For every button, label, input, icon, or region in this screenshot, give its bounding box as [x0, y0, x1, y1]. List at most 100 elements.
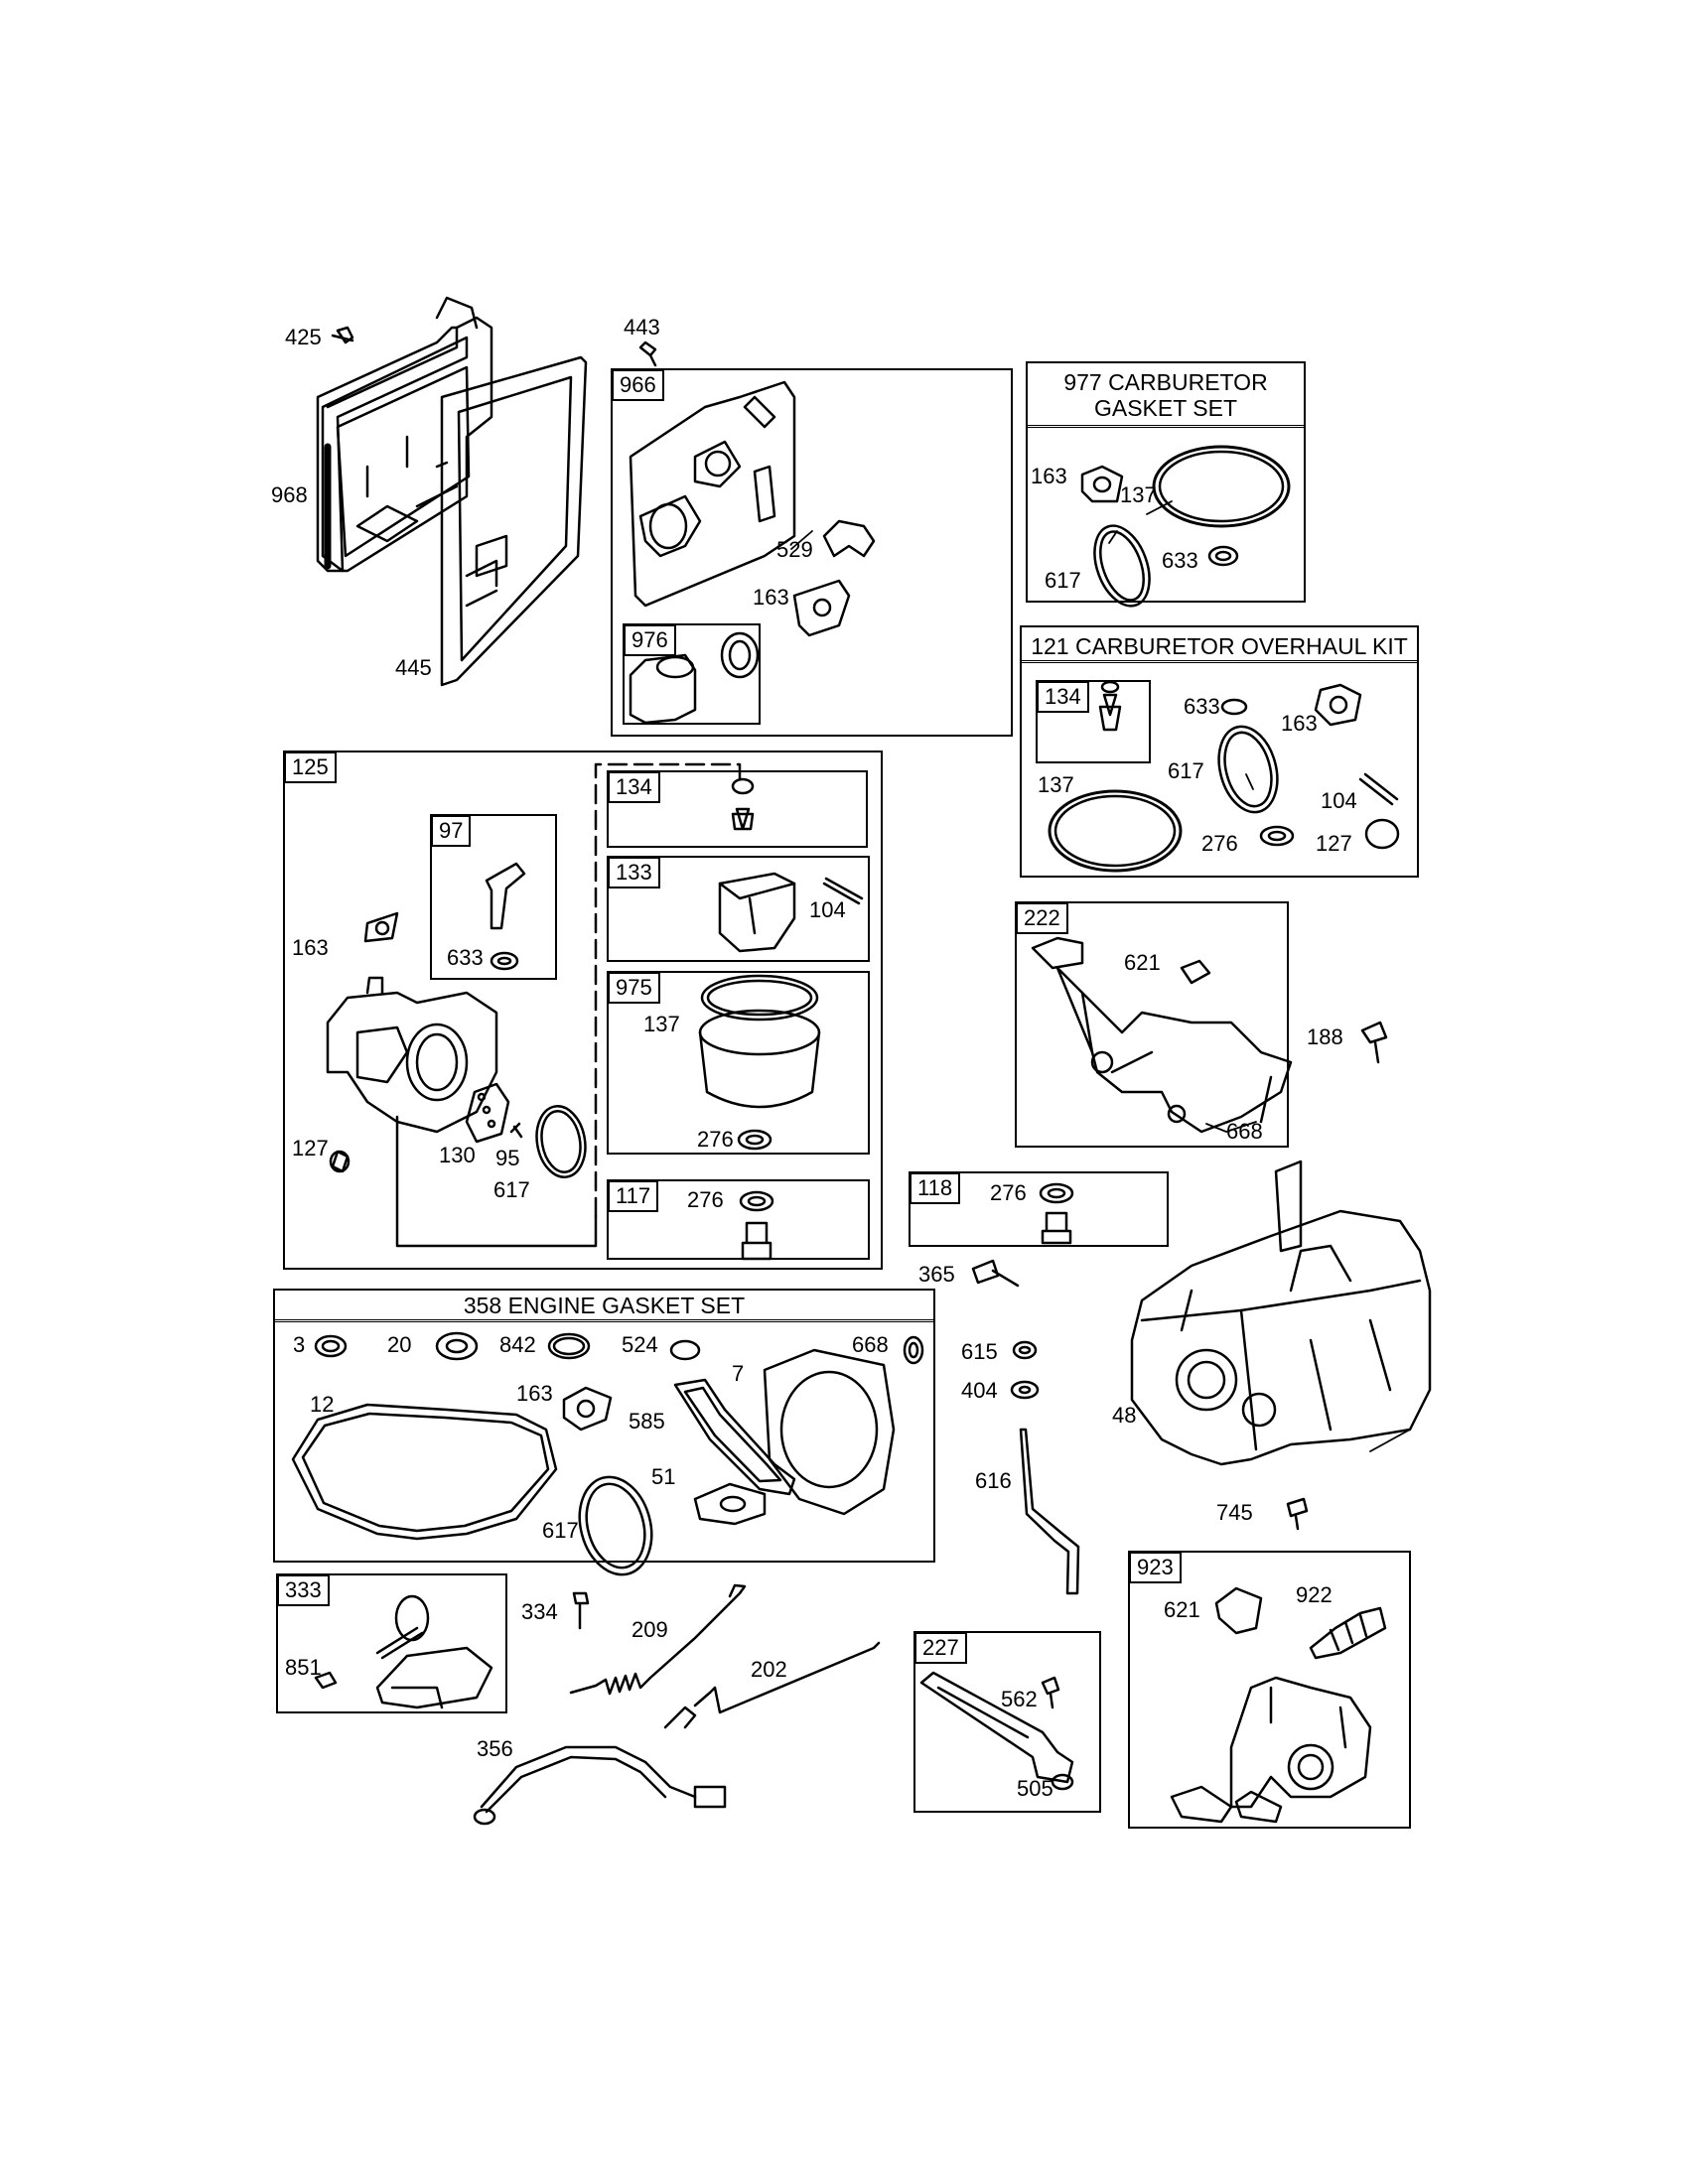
part-label-923-621: 621 — [1164, 1597, 1200, 1622]
group-box-121 — [1020, 625, 1419, 878]
washer-615-404-drawing — [1010, 1340, 1040, 1400]
group-box-118 — [909, 1171, 1169, 1247]
part-label-425: 425 — [285, 325, 322, 349]
part-label-209: 209 — [632, 1617, 668, 1642]
part-label-121-617: 617 — [1168, 758, 1204, 783]
governor-spring-drawing — [569, 1583, 747, 1696]
leader-lines — [790, 500, 1411, 1452]
bowl-nut-drawing — [739, 1190, 774, 1261]
part-label-356: 356 — [477, 1736, 513, 1761]
part-label-133-104: 104 — [809, 897, 846, 922]
part-label-562: 562 — [1001, 1687, 1038, 1711]
part-label-358-585: 585 — [629, 1409, 665, 1433]
part-label-125-127: 127 — [292, 1136, 329, 1160]
engine-gasket-set-drawing — [291, 1331, 924, 1576]
group-tag-966: 966 — [612, 369, 664, 401]
part-label-163: 163 — [753, 585, 789, 610]
part-label-358-842: 842 — [499, 1332, 536, 1357]
group-divider-977 — [1026, 425, 1306, 428]
group-tag-134: 134 — [608, 771, 660, 803]
part-label-222-668: 668 — [1226, 1119, 1263, 1144]
part-label-358-163: 163 — [516, 1381, 553, 1406]
part-label-968: 968 — [271, 482, 308, 507]
gasket-set-977-drawing — [1080, 445, 1291, 608]
float-drawing — [718, 872, 864, 953]
part-label-125-130: 130 — [439, 1143, 476, 1167]
float-bowl-drawing — [698, 974, 821, 1151]
group-box-975 — [607, 971, 870, 1155]
group-box-117 — [607, 1179, 870, 1260]
group-box-227 — [913, 1631, 1101, 1813]
group-tag-333: 333 — [277, 1574, 330, 1606]
part-label-188: 188 — [1307, 1024, 1343, 1049]
bolt-365-drawing — [971, 1259, 1020, 1288]
screw-188-drawing — [1360, 1021, 1388, 1064]
part-label-404: 404 — [961, 1378, 998, 1403]
part-label-125-95: 95 — [495, 1146, 520, 1170]
air-filter-drawing — [440, 355, 588, 687]
part-label-118-276: 276 — [990, 1180, 1027, 1205]
governor-control-drawing — [1031, 936, 1293, 1134]
screw-425-drawing — [331, 326, 354, 344]
part-label-334: 334 — [521, 1599, 558, 1624]
group-title-977b: GASKET SET — [1093, 395, 1237, 421]
part-label-851: 851 — [285, 1655, 322, 1680]
group-divider-358 — [273, 1319, 935, 1322]
part-label-977-617: 617 — [1045, 568, 1081, 593]
group-tag-923: 923 — [1129, 1552, 1182, 1583]
air-cleaner-base-drawing — [316, 296, 493, 573]
group-tag-133: 133 — [608, 857, 660, 888]
group-box-976 — [623, 623, 761, 725]
part-label-445: 445 — [395, 655, 432, 680]
part-label-616: 616 — [975, 1468, 1012, 1493]
group-box-121-134 — [1036, 680, 1151, 763]
part-label-358-668: 668 — [852, 1332, 889, 1357]
governor-shaft-drawing — [1019, 1428, 1080, 1595]
carburetor-drawing — [326, 862, 598, 1248]
group-tag-227: 227 — [914, 1632, 967, 1664]
group-tag-97: 97 — [431, 815, 472, 847]
group-box-133 — [607, 856, 870, 962]
group-title-977: 977 CARBURETOR — [1063, 369, 1268, 395]
part-label-365: 365 — [918, 1262, 955, 1287]
group-box-977 — [1026, 361, 1306, 603]
part-label-975-276: 276 — [697, 1127, 734, 1152]
group-tag-125: 125 — [284, 751, 337, 783]
carburetor-plate-drawing — [629, 380, 876, 637]
group-title-358: 358 ENGINE GASKET SET — [463, 1293, 746, 1318]
part-label-121-633: 633 — [1184, 694, 1220, 719]
group-tag-976: 976 — [624, 624, 676, 656]
plug-118-drawing — [1039, 1182, 1074, 1245]
group-box-97 — [430, 814, 557, 980]
part-label-975-137: 137 — [643, 1012, 680, 1036]
group-tag-121-134: 134 — [1037, 681, 1089, 713]
screw-443-drawing — [638, 341, 657, 367]
group-tag-975: 975 — [608, 972, 660, 1004]
part-label-923-922: 922 — [1296, 1582, 1333, 1607]
part-label-358-20: 20 — [387, 1332, 412, 1357]
group-tag-118: 118 — [910, 1172, 961, 1204]
part-label-117-276: 276 — [687, 1187, 724, 1212]
governor-control-923-drawing — [1170, 1586, 1387, 1824]
part-label-358-12: 12 — [310, 1392, 335, 1417]
part-label-222-621: 621 — [1124, 950, 1161, 975]
ground-wire-drawing — [473, 1745, 727, 1826]
part-label-121-104: 104 — [1321, 788, 1357, 813]
part-label-202: 202 — [751, 1657, 787, 1682]
needle-drawing — [731, 777, 755, 831]
part-label-443: 443 — [624, 315, 660, 340]
part-label-48: 48 — [1112, 1403, 1137, 1428]
part-label-358-3: 3 — [293, 1332, 306, 1357]
group-box-134 — [607, 770, 868, 848]
control-bracket-drawing — [919, 1671, 1074, 1791]
group-title-121: 121 CARBURETOR OVERHAUL KIT — [1031, 633, 1408, 659]
primer-bulb-drawing — [629, 631, 760, 725]
overhaul-kit-121-drawing — [1048, 680, 1400, 873]
screw-334-drawing — [572, 1591, 590, 1630]
group-tag-117: 117 — [608, 1180, 659, 1212]
group-box-966 — [611, 368, 1013, 737]
part-label-358-617: 617 — [542, 1518, 579, 1543]
group-box-125 — [283, 751, 883, 1270]
ignition-armature-drawing — [314, 1594, 493, 1709]
